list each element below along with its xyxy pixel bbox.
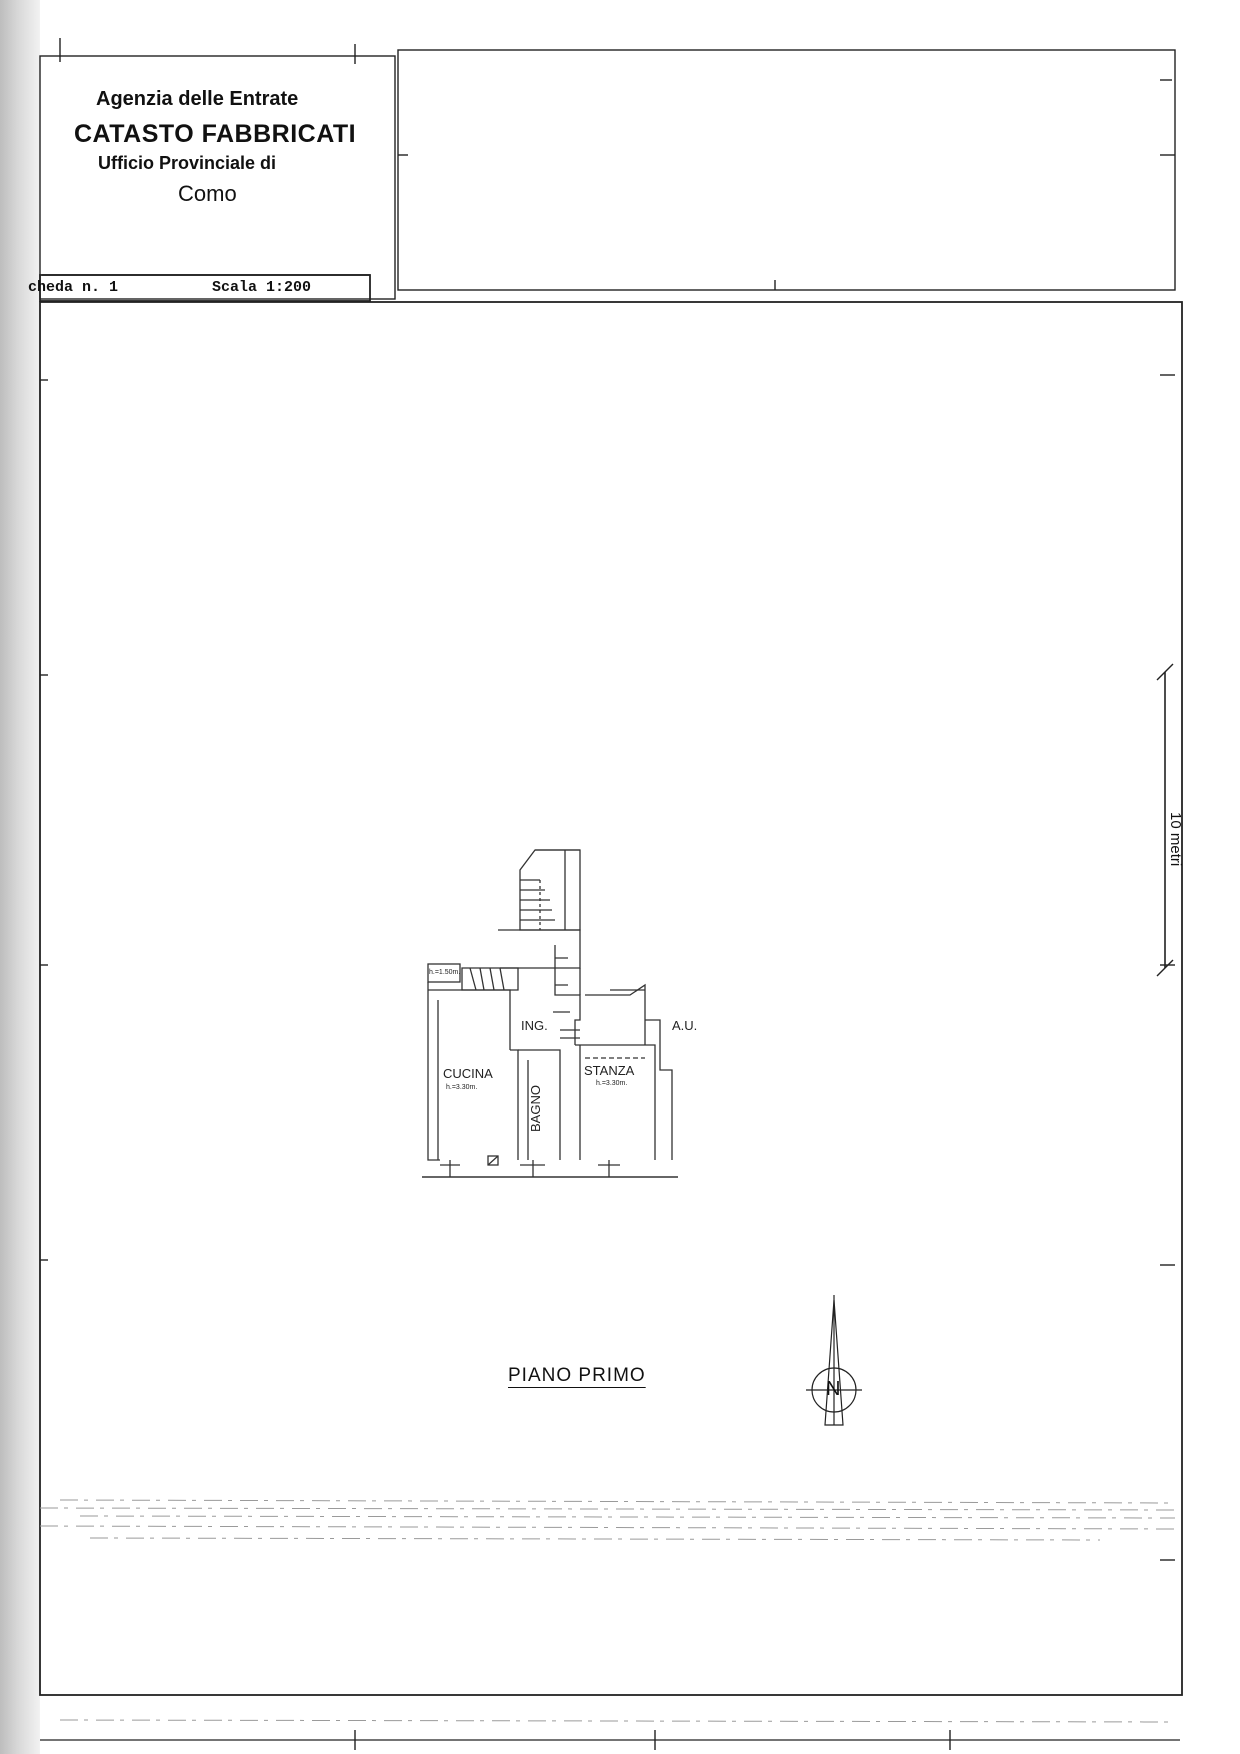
office-city: Como (178, 181, 237, 206)
scan-noise (39, 1499, 1176, 1723)
drawing-frame (39, 301, 1183, 1696)
compass-letter: N (826, 1378, 841, 1400)
office-box (39, 55, 396, 300)
agency-name: Agenzia delle Entrate (96, 88, 299, 110)
floor-plan (422, 849, 678, 1178)
room-annex: A.U. (672, 1018, 698, 1033)
room-stanza: STANZA (584, 1063, 635, 1078)
sheet-number: cheda n. 1 (28, 279, 119, 296)
floor-title: PIANO PRIMO (508, 1365, 646, 1386)
title-block (397, 49, 1176, 291)
room-stanza-height: h.=3.30m. (596, 1080, 628, 1087)
room-bagno: BAGNO (528, 1085, 543, 1132)
office-name: Ufficio Provinciale di (98, 153, 277, 173)
room-cucina: CUCINA (443, 1066, 493, 1081)
scale-bar-label: 10 metri (1167, 812, 1184, 867)
scan-shadow-edge (0, 0, 40, 1754)
department-name: CATASTO FABBRICATI (74, 120, 357, 148)
scale-box (39, 274, 371, 302)
landing-height: h.=1.50m. (429, 969, 461, 976)
room-ingresso: ING. (521, 1018, 548, 1033)
north-arrow (806, 1295, 862, 1426)
room-cucina-height: h.=3.30m. (446, 1084, 478, 1091)
sheet-scale: Scala 1:200 (212, 279, 312, 296)
